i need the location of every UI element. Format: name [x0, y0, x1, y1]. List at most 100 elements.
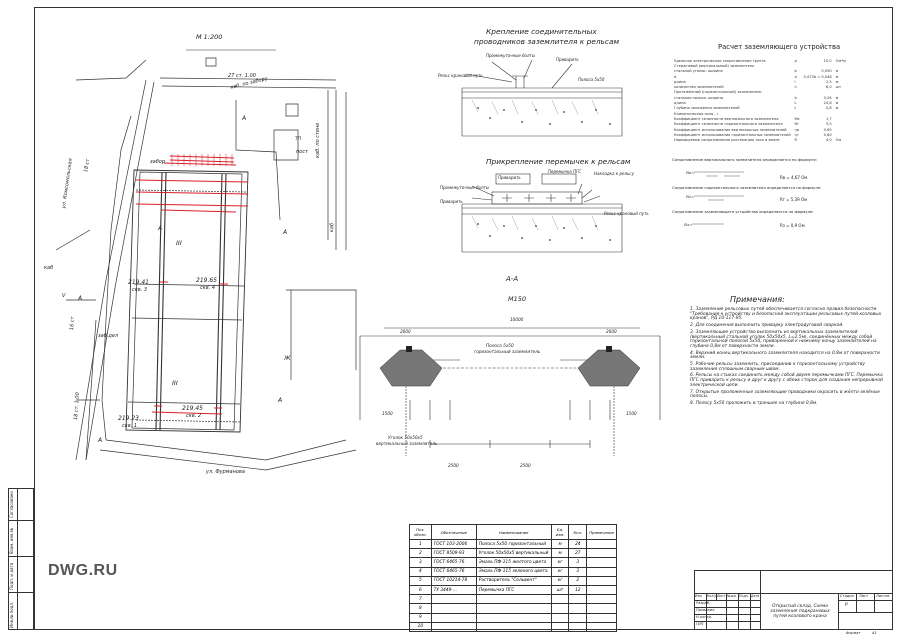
detail-mid-label-5: Рельс крановый путь: [604, 211, 649, 216]
plan-post: пост: [296, 149, 308, 155]
calc-cell-sym: b: [794, 95, 797, 100]
calc-cell-label: Нормируемое сопротивление растеканию ток…: [674, 138, 780, 143]
spec-cell: [586, 548, 617, 559]
plan-cable-2: каб. по стене: [315, 122, 321, 158]
calc-cell-sym: Ψв: [794, 116, 800, 121]
spec-cell: [430, 603, 477, 614]
calc-row: Коэффициент сезонности вертикального заз…: [672, 116, 848, 121]
plan-zone-a5: А: [78, 295, 83, 302]
stamp-col-header: №док: [727, 594, 737, 598]
calc-cell-sym: R: [794, 138, 798, 143]
calc-cell-unit: м: [835, 74, 839, 79]
calc-cell-label: Коэффициент сезонности горизонтального з…: [674, 122, 783, 127]
calc-title: Расчет заземляющего устройства: [718, 43, 841, 51]
spec-cell: [475, 594, 552, 605]
spec-cell: 8: [409, 603, 432, 614]
plan-tier-3: 219.23: [118, 415, 139, 422]
plan-tier-1: 219.41: [128, 279, 149, 286]
calc-cell-sym: ρ: [794, 58, 797, 63]
spec-cell: Эмаль ПФ-115 желтого цвета: [475, 557, 552, 568]
spec-cell: [430, 612, 477, 623]
spec-cell: ГОСТ 10214-78: [430, 575, 477, 586]
stamp-format-value: А1: [872, 631, 877, 635]
plan-steps: 27 ст. 1.00: [228, 73, 256, 79]
calc-cell-unit: м: [835, 101, 839, 106]
calc-row: Стержневой (вертикальный) заземлитель: [672, 63, 848, 68]
spec-cell: ГОСТ 6465-76: [430, 566, 477, 577]
side-stamp-field-2: Подп. и дата: [9, 562, 14, 590]
spec-header-cell: Поз. обозн.: [409, 524, 432, 540]
spec-cell: 3: [409, 557, 432, 568]
spec-cell: 7: [409, 594, 432, 605]
svg-text:Rв=: Rв=: [685, 170, 695, 175]
calc-cell-sym: l: [794, 79, 796, 84]
spec-header-cell: Кол.: [568, 524, 588, 540]
detail-mid-label-2: Перемычка ПГС: [548, 169, 582, 174]
plan-zone-a2: А: [158, 225, 163, 232]
calc-step2-result: Rг = 5,39 Ом: [780, 197, 808, 202]
calc-step1: Сопротивление вертикального заземлителя …: [672, 157, 818, 162]
spec-cell: кг: [550, 557, 570, 568]
calc-cell-unit: м: [835, 95, 839, 100]
calc-cell-unit: м: [835, 106, 839, 111]
spec-cell: 9: [409, 612, 432, 623]
plan-cable-v: V: [62, 293, 66, 299]
detail-top-label-1: Промежуточные болты: [486, 53, 536, 58]
calc-cell-val: 6,0: [825, 85, 832, 90]
stamp-role-1: Разраб.: [696, 601, 711, 605]
spec-header-cell: Ед. изм.: [550, 524, 570, 540]
detail-mid-label-6: Приварить: [440, 199, 463, 204]
watermark: DWG.RU: [48, 562, 118, 579]
note-item: 7. Открытые проложенные заземляющие пров…: [690, 389, 880, 400]
spec-cell: [475, 612, 552, 623]
plan-tier-4: 219.45: [182, 405, 203, 412]
spec-cell: [568, 621, 588, 632]
calc-cell-val: 0,60: [823, 132, 832, 137]
calc-cell-val: 10,0: [823, 58, 832, 63]
spec-cell: 27: [568, 548, 588, 559]
detail-mid-drawing: [461, 173, 623, 253]
detail-top-title-1: Крепление соединительных: [486, 27, 597, 36]
calc-step3: Сопротивление заземляющего устройства оп…: [672, 209, 814, 214]
calc-cell-sym: Ψг: [794, 122, 800, 127]
section-label-top: Полоса 5х50: [486, 343, 514, 348]
calc-cell-val: 0,04: [823, 95, 832, 100]
detail-mid-label-4: Промежуточные болты: [440, 185, 490, 190]
note-item: 4. Верхний конец вертикального заземлите…: [690, 350, 880, 361]
spec-row: 7: [409, 594, 617, 605]
spec-cell: [568, 603, 588, 614]
spec-cell: 10: [409, 621, 432, 632]
section-label-bottom: Уголок 50х50х5: [388, 435, 423, 440]
spec-cell: 3: [568, 566, 588, 577]
detail-top-label-2: Рельс крановый путь: [438, 73, 483, 78]
plan-tier-3-sub: скв. 1: [122, 423, 138, 429]
calc-cell-label: длина: [674, 101, 686, 106]
plan-zone-a4: А: [98, 437, 103, 444]
calc-cell-unit: Ом: [835, 138, 842, 143]
spec-cell: Растворитель "Сольвент": [475, 575, 552, 586]
note-item: 6. Рельсы на стыках соединить между собо…: [690, 373, 883, 388]
detail-top-title-2: проводников заземлителя к рельсам: [474, 37, 620, 46]
spec-cell: [430, 621, 477, 632]
spec-cell: [550, 603, 570, 614]
spec-cell: шт: [550, 584, 570, 596]
spec-cell: 3: [568, 557, 588, 568]
section-drawing: [359, 327, 661, 456]
spec-row: 10: [409, 621, 617, 632]
plan-tp: ТП: [295, 137, 302, 142]
section-dim-total: 10000: [510, 317, 524, 322]
calc-cell-label: Коэффициент использования вертикальных з…: [674, 127, 787, 132]
